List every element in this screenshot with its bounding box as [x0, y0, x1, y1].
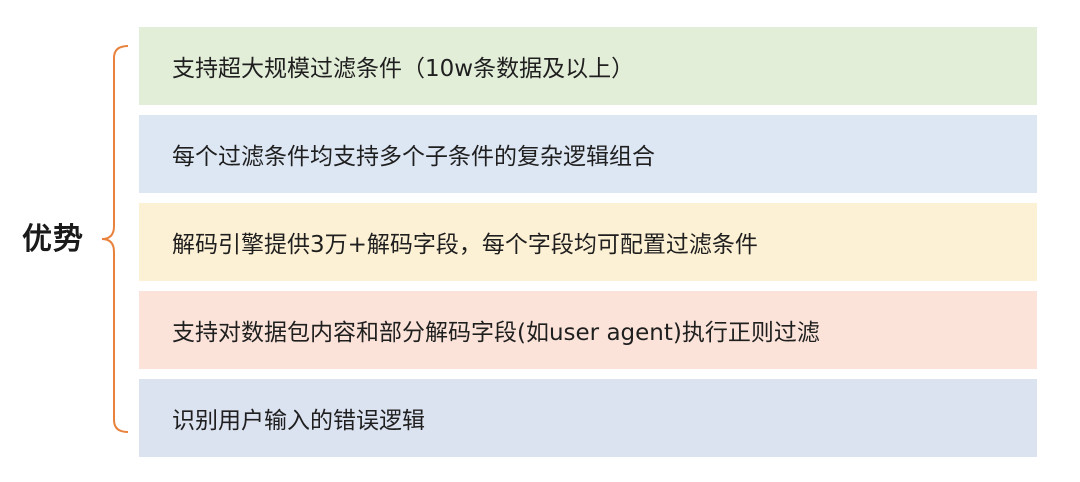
advantage-item-4: 支持对数据包内容和部分解码字段(如user agent)执行正则过滤 [139, 291, 1037, 369]
advantages-list: 支持超大规模过滤条件（10w条数据及以上） 每个过滤条件均支持多个子条件的复杂逻… [139, 27, 1037, 457]
advantage-item-1: 支持超大规模过滤条件（10w条数据及以上） [139, 27, 1037, 105]
curly-brace [101, 45, 129, 433]
advantages-label: 优势 [22, 222, 84, 257]
advantage-item-3: 解码引擎提供3万+解码字段，每个字段均可配置过滤条件 [139, 203, 1037, 281]
advantage-item-2: 每个过滤条件均支持多个子条件的复杂逻辑组合 [139, 115, 1037, 193]
advantage-item-5: 识别用户输入的错误逻辑 [139, 379, 1037, 457]
